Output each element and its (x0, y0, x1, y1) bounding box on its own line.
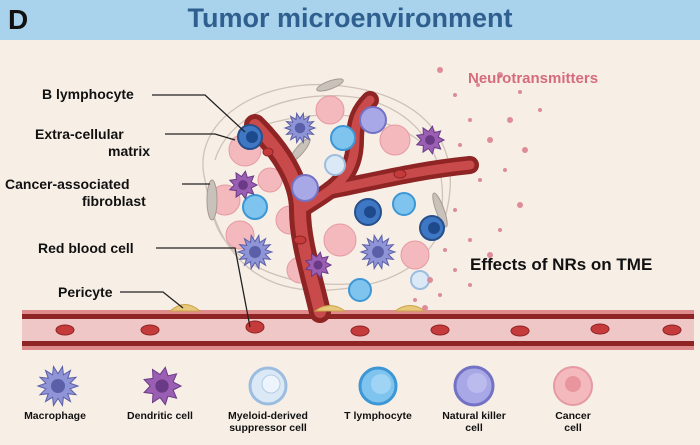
immune-cells (237, 106, 445, 302)
myeloid-derived-suppressor-cell (410, 270, 430, 290)
macrophage (236, 233, 274, 271)
neurotransmitter-dot (458, 143, 462, 147)
pericyte (168, 304, 202, 312)
pericytes (168, 304, 427, 312)
legend-macrophage-icon (36, 365, 80, 407)
macrophage (359, 233, 397, 271)
neurotransmitter-dot (487, 137, 493, 143)
neurotransmitter-dot (518, 90, 522, 94)
neurotransmitter-dot (468, 283, 472, 287)
spiky-cells (228, 111, 446, 279)
neurotransmitter-dots (413, 67, 542, 311)
red-blood-cell (510, 325, 530, 337)
cancer-cell (323, 223, 357, 257)
neurotransmitter-dot (437, 67, 443, 73)
red-blood-cell (293, 235, 307, 245)
dendritic-cell (304, 251, 333, 279)
diagram-title: Tumor microenvironment (187, 3, 513, 33)
natural-killer-cell (359, 106, 387, 134)
red-blood-cells (55, 147, 682, 337)
neurotransmitter-dot (453, 93, 457, 97)
red-blood-cell (245, 320, 265, 334)
neurotransmitter-dot (487, 252, 493, 258)
neurotransmitter-dot (438, 293, 442, 297)
red-blood-cell (140, 324, 160, 336)
neurotransmitter-dot (503, 168, 507, 172)
red-blood-cell (430, 324, 450, 336)
neurotransmitter-dot (498, 228, 502, 232)
cancer-cell (315, 95, 345, 125)
neurotransmitter-dot (522, 147, 528, 153)
label-neurotransmitters: Neurotransmitters (468, 70, 599, 87)
label-red-blood-cell: Red blood cell (38, 240, 134, 256)
label-ecm-line1: Extra-cellular (35, 126, 124, 142)
label-pericyte: Pericyte (58, 284, 113, 300)
neurotransmitter-dot (538, 108, 542, 112)
legend-dendritic-icon (143, 366, 183, 406)
neurotransmitter-dot (427, 277, 433, 283)
label-b-lymphocyte: B lymphocyte (42, 86, 134, 102)
legend-label-macrophage: Macrophage (24, 410, 86, 422)
neurotransmitter-dot (468, 118, 472, 122)
t-lymphocyte (392, 192, 416, 216)
red-blood-cell (590, 323, 610, 335)
legend-label-dendritic: Dendritic cell (127, 410, 193, 422)
neurotransmitter-dot (443, 248, 447, 252)
fibroblast (316, 78, 344, 92)
neurotransmitter-dot (453, 268, 457, 272)
neurotransmitter-dot (453, 208, 457, 212)
neurotransmitter-dot (422, 305, 428, 311)
legend-icons (36, 365, 593, 407)
pericyte (313, 305, 347, 312)
panel-letter: D (8, 4, 29, 35)
neurotransmitter-dot (476, 83, 480, 87)
label-caf-line2: fibroblast (82, 193, 146, 209)
macrophage (283, 111, 317, 145)
red-blood-cell (393, 169, 407, 179)
neurotransmitter-dot (497, 72, 503, 78)
dendritic-cell (415, 125, 446, 155)
neurotransmitter-dot (478, 178, 482, 182)
legend-label-t-lymphocyte: T lymphocyte (344, 410, 412, 422)
tumor-scene (22, 67, 694, 407)
red-blood-cell (55, 324, 75, 336)
cancer-cell (379, 124, 411, 156)
red-blood-cell (350, 325, 370, 337)
natural-killer-cell (291, 174, 319, 202)
fibroblast (206, 179, 218, 221)
cancer-cell (257, 167, 283, 193)
t-lymphocyte (330, 125, 356, 151)
macrophage-icon-shape (36, 365, 80, 407)
leader-lines (120, 94, 251, 328)
neurotransmitter-dot (468, 238, 472, 242)
t-lymphocyte (348, 278, 372, 302)
label-effects-of-nrs: Effects of NRs on TME (470, 255, 653, 274)
red-blood-cell (662, 324, 682, 336)
neurotransmitter-dot (413, 298, 417, 302)
cancer-cell (400, 240, 430, 270)
dendritic-cell (228, 170, 259, 200)
dendritic-icon-shape (143, 366, 183, 406)
myeloid-derived-suppressor-cell (324, 154, 346, 176)
label-ecm-line2: matrix (108, 143, 151, 159)
red-blood-cell (262, 147, 274, 157)
neurotransmitter-dot (517, 202, 523, 208)
label-caf-line1: Cancer-associated (5, 176, 130, 192)
t-lymphocyte (242, 194, 268, 220)
neurotransmitter-dot (507, 117, 513, 123)
pericyte (393, 305, 427, 312)
header-bar: D Tumor microenvironment (0, 0, 700, 40)
fibroblast (432, 192, 448, 228)
